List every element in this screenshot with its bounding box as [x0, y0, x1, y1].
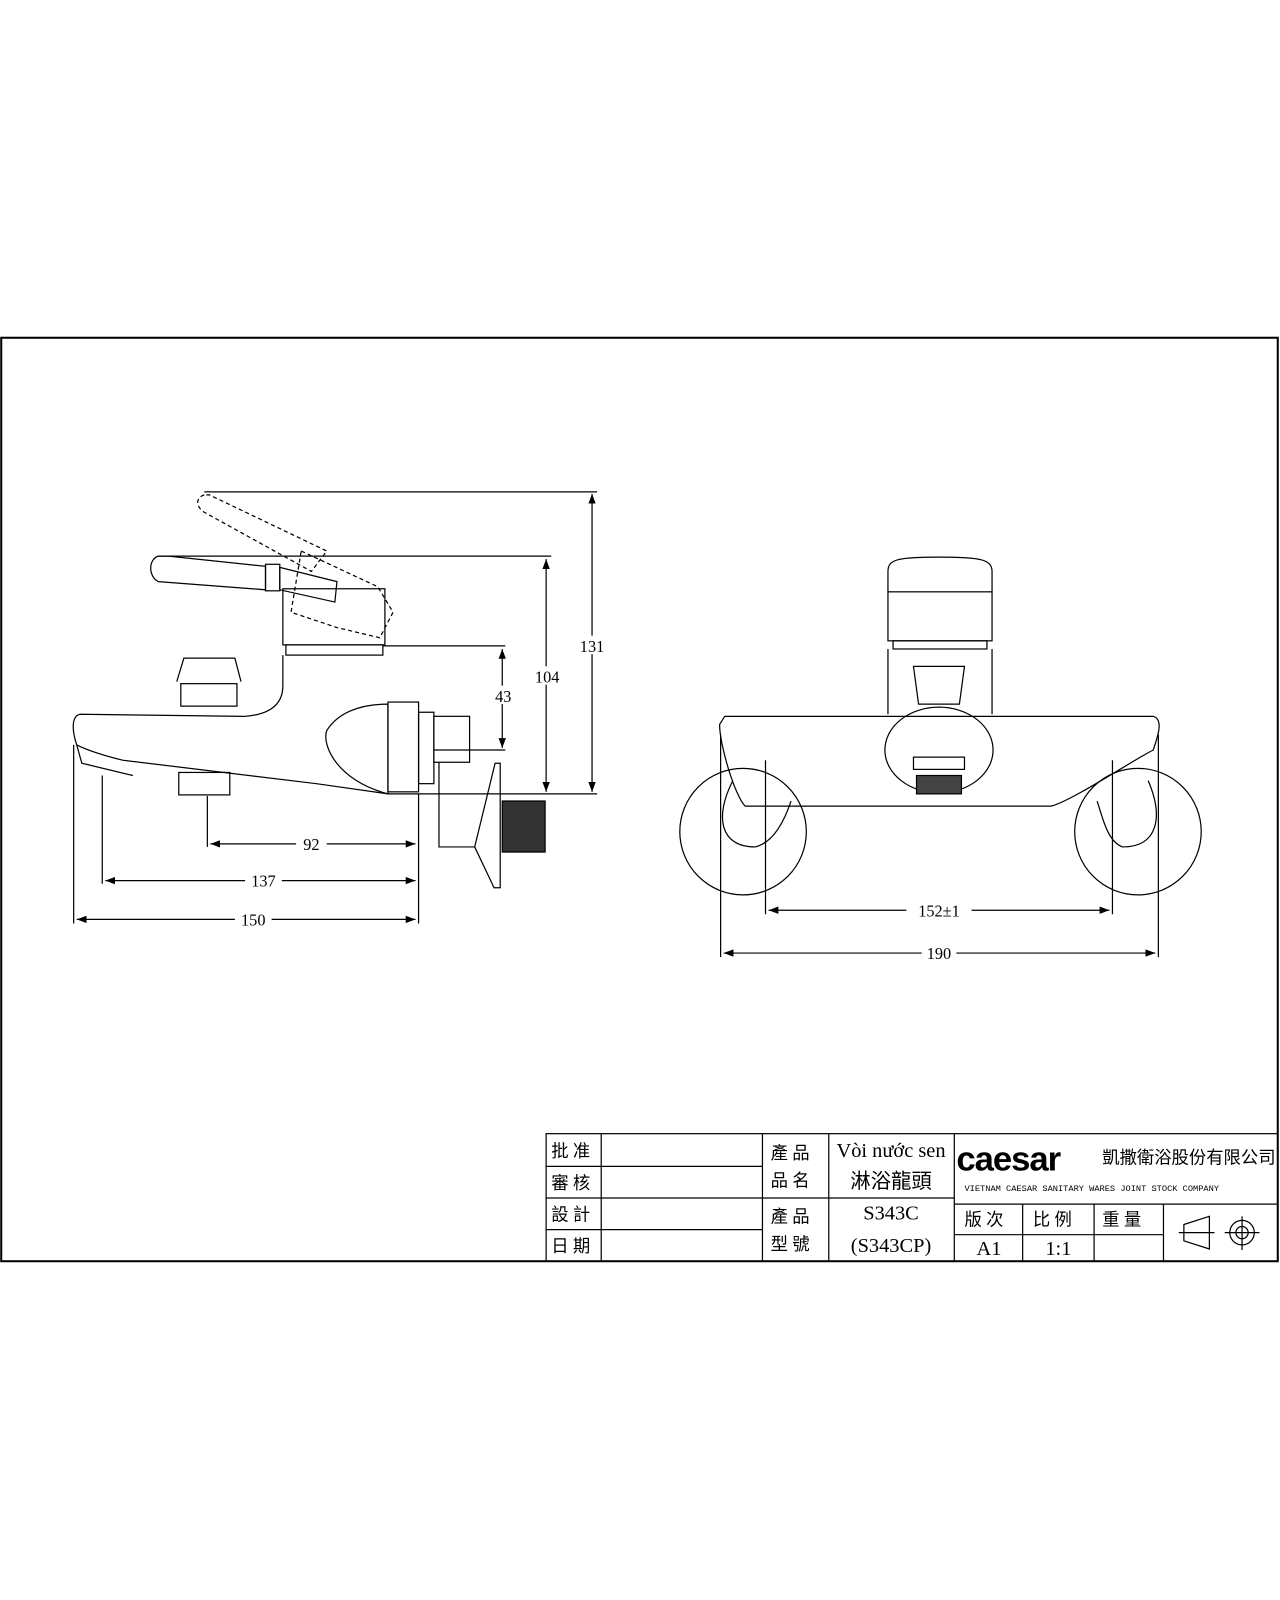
- caesar-logo: caesar: [956, 1140, 1060, 1178]
- front-view: 152±1 190: [679, 556, 1202, 963]
- product-name-zh: 淋浴龍頭: [850, 1170, 932, 1193]
- scale-value: 1:1: [1045, 1238, 1071, 1260]
- dim-43: 43: [495, 687, 511, 706]
- scale-label: 比 例: [1033, 1211, 1072, 1230]
- projection-symbol-icon: [1178, 1215, 1260, 1250]
- drawing-frame: [0, 336, 1279, 1263]
- dim-92: 92: [303, 835, 319, 854]
- lever-handle: [150, 555, 386, 656]
- product-name-label-2: 品 名: [771, 1172, 810, 1191]
- company-name-en: VIETNAM CAESAR SANITARY WARES JOINT STOC…: [964, 1184, 1219, 1194]
- product-name-label-1: 產 品: [771, 1144, 810, 1163]
- date-label: 日 期: [551, 1237, 590, 1256]
- model-number-alt: (S343CP): [851, 1235, 931, 1257]
- dim-137: 137: [251, 872, 275, 891]
- model-number: S343C: [863, 1202, 919, 1224]
- faucet-body: [72, 655, 546, 889]
- revision-label: 版 次: [964, 1211, 1003, 1230]
- dim-131: 131: [580, 637, 604, 656]
- lever-handle-dashed: [197, 494, 394, 639]
- model-label-1: 產 品: [771, 1207, 810, 1226]
- approve-label: 批 准: [551, 1142, 590, 1161]
- side-view: 92 137 150 43 104 131: [72, 491, 610, 930]
- product-name-vi: Vòi nước sen: [836, 1140, 945, 1162]
- dim-152: 152±1: [918, 901, 960, 920]
- weight-label: 重 量: [1102, 1211, 1141, 1230]
- side-dimensions: [73, 491, 598, 924]
- review-label: 審 核: [551, 1174, 590, 1193]
- design-label: 設 計: [551, 1205, 590, 1224]
- title-block: 批 准 審 核 設 計 日 期 產 品 品 名 產 品 型 號 Vòi nước…: [545, 1133, 1279, 1262]
- company-name-zh: 凱撒衛浴股份有限公司: [1102, 1148, 1275, 1167]
- revision-value: A1: [977, 1238, 1002, 1260]
- dim-104: 104: [535, 668, 559, 687]
- model-label-2: 型 號: [771, 1235, 810, 1254]
- dim-150: 150: [241, 911, 265, 930]
- dim-190: 190: [927, 944, 951, 963]
